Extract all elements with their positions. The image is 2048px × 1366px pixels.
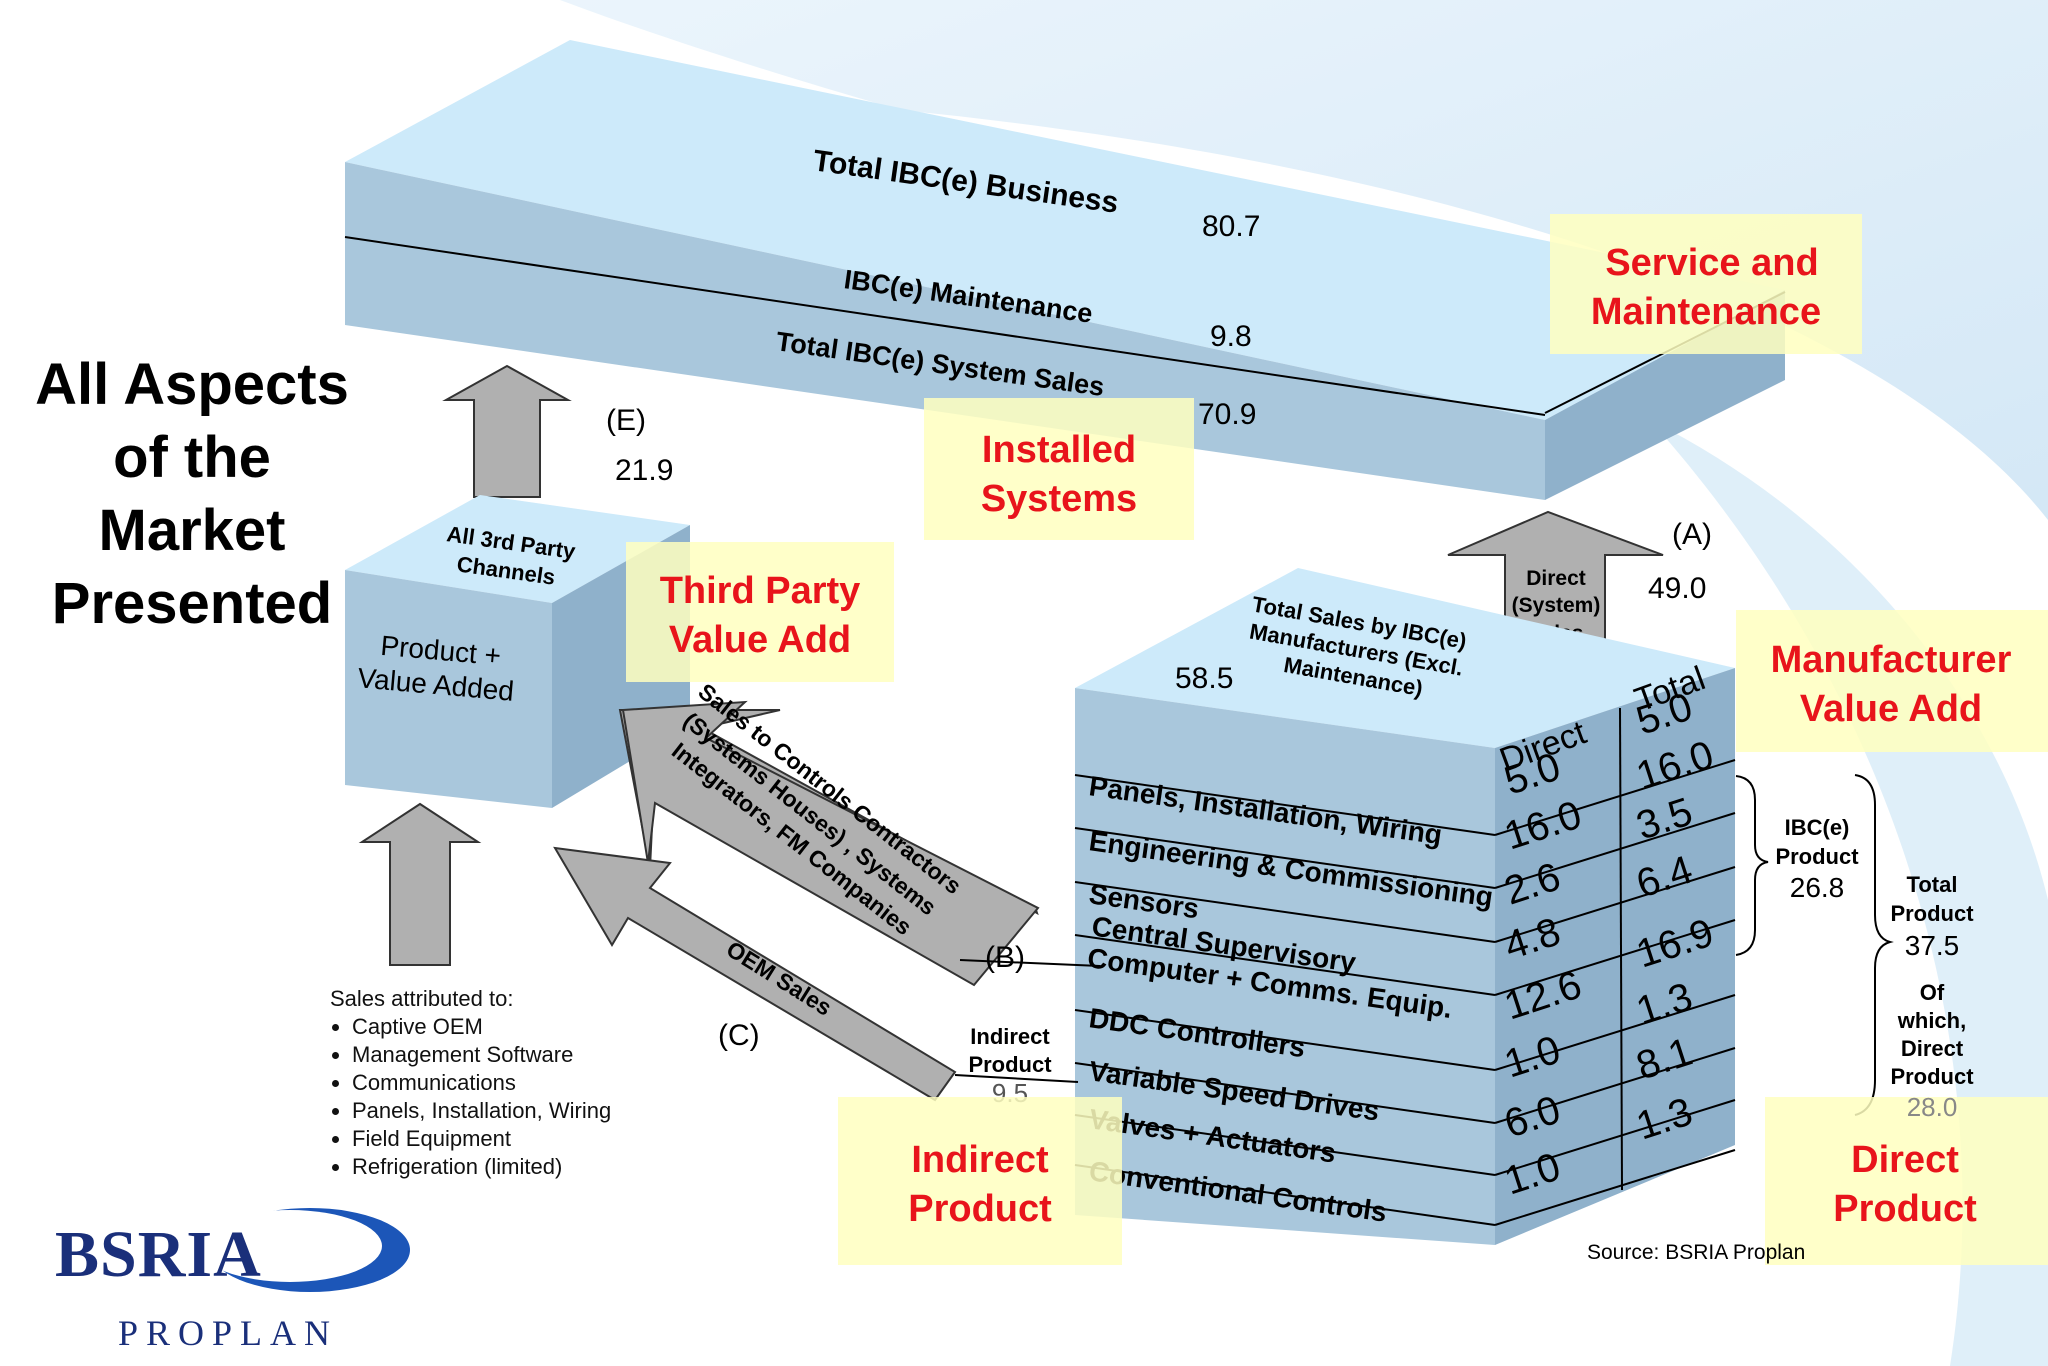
background-swoosh-lower [1650,420,2048,1366]
headline-line2: of the [113,425,271,490]
headline-line3: Market [99,498,286,563]
arrow-c [553,846,957,1102]
row-divider-side [1494,866,1736,943]
ibc-product-label1: IBC(e) [1785,815,1850,840]
callout-service-bg [1550,214,1862,354]
callout-indirect-line1: Indirect [911,1139,1049,1181]
flow-e-value: 21.9 [615,454,673,487]
manufacturer-box [1075,568,1735,1245]
row-divider [1074,1114,1496,1176]
callout-indirect-bg [838,1097,1122,1265]
row-divider [1074,1009,1496,1071]
logo-name: BSRIA [55,1218,262,1291]
callout-third-party-line1: Third Party [660,570,861,612]
direct-of-which-label2: which, [1897,1008,1966,1033]
callout-installed-line2: Systems [981,478,1137,520]
flow-b-label: (B) [985,941,1025,974]
row-divider-side [1494,1149,1736,1226]
callout-manufacturer-bg [1736,610,2048,752]
logo-sub: PROPLAN [118,1313,338,1353]
row-divider [1074,1062,1496,1124]
indirect-connector-bottom [954,1074,1079,1083]
flow-a-label: (A) [1672,518,1712,551]
callout-indirect-line2: Product [908,1188,1052,1230]
total-product-label2: Product [1890,901,1974,926]
row-divider-side [1494,1047,1736,1124]
callout-service-line2: Maintenance [1591,291,1821,333]
ibc-product-bracket [1735,775,1769,956]
arrow-sales-attributed [358,802,482,966]
total-product-bracket [1854,774,1894,1116]
maintenance-value: 9.8 [1210,320,1252,353]
total-product-label1: Total [1907,872,1958,897]
callout-direct-bg [1765,1097,2048,1265]
headline-line1: All Aspects [35,352,349,417]
row-divider [1074,1164,1496,1226]
callout-installed-line1: Installed [982,429,1136,471]
indirect-product-label1: Indirect [970,1024,1050,1049]
arrow-e [442,364,572,498]
callout-service-line1: Service and [1605,242,1818,284]
ibc-product-value: 26.8 [1790,872,1845,903]
mfr-top-value: 58.5 [1175,662,1233,695]
callout-manufacturer-line2: Value Add [1800,688,1982,730]
direct-of-which-label1: Of [1920,980,1945,1005]
indirect-connector-top [959,959,1101,967]
bsria-logo: BSRIA PROPLAN [55,1208,410,1353]
flow-e-label: (E) [606,404,646,437]
indirect-product-label2: Product [968,1052,1052,1077]
source-note: Source: BSRIA Proplan [1587,1241,1805,1264]
row-divider [1074,774,1496,836]
system-sales-value: 70.9 [1198,398,1256,431]
arrow-b-shape [621,700,1040,987]
callout-third-party-bg [626,542,894,682]
flow-c-label: (C) [718,1019,760,1052]
background-swoosh [560,0,2048,520]
callout-manufacturer-line1: Manufacturer [1771,639,2012,681]
direct-of-which-label4: Product [1890,1064,1974,1089]
direct-of-which-label3: Direct [1901,1036,1964,1061]
row-divider [1074,827,1496,889]
row-divider [1074,934,1496,996]
headline-line4: Presented [52,571,332,636]
callout-third-party-line2: Value Add [669,619,851,661]
logo-ellipse-inner [198,1210,382,1282]
ibc-product-label2: Product [1775,844,1859,869]
row-divider-side [1494,994,1736,1071]
callout-direct-line1: Direct [1851,1139,1959,1181]
callout-direct-line2: Product [1833,1188,1977,1230]
total-business-value: 80.7 [1202,210,1260,243]
flow-a-arrow-line2: (System) [1512,594,1601,617]
direct-of-which-value: 28.0 [1907,1092,1958,1122]
row-divider-side [1494,759,1736,836]
flow-a-value: 49.0 [1648,572,1706,605]
row-divider-side [1494,1099,1736,1176]
total-product-value: 37.5 [1905,930,1960,961]
row-divider-side [1494,919,1736,996]
flow-a-arrow-line1: Direct [1526,567,1586,590]
callout-installed-bg [924,398,1194,540]
row-divider-side [1494,812,1736,889]
row-divider [1074,881,1496,943]
